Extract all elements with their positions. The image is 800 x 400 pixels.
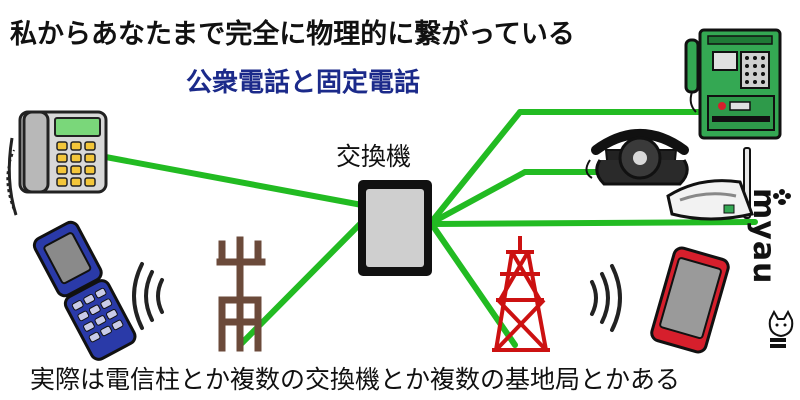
paw-print-icon xyxy=(773,189,791,205)
radio-waves-left-icon xyxy=(132,262,164,330)
cordless-phone-icon xyxy=(666,147,755,221)
title-line-1: 私からあなたまで完全に物理的に繋がっている xyxy=(10,19,575,50)
rotary-phone-icon xyxy=(585,129,689,186)
home-phone-icon xyxy=(6,110,108,216)
exchange-label: 交換機 xyxy=(336,142,412,171)
utility-pole-icon xyxy=(216,236,266,352)
line-base-station xyxy=(430,223,518,348)
title-line-2: 公衆電話と固定電話 xyxy=(186,68,421,98)
exchange-box xyxy=(358,180,432,276)
smartphone-icon xyxy=(650,246,730,354)
brand-logo: myau xyxy=(740,188,800,358)
flip-phone-icon xyxy=(32,220,137,361)
line-home-phone xyxy=(92,152,365,208)
cat-face-icon xyxy=(768,309,794,348)
line-payphone-a xyxy=(430,109,523,223)
radio-waves-right-icon xyxy=(590,264,622,332)
caption: 実際は電信柱とか複数の交換機とか複数の基地局とかある xyxy=(30,365,681,394)
line-rotary-a xyxy=(430,169,528,225)
payphone-icon xyxy=(684,28,782,140)
line-cordless xyxy=(430,219,758,227)
brand-text: myau xyxy=(746,188,781,285)
base-station-tower-icon xyxy=(492,236,550,352)
